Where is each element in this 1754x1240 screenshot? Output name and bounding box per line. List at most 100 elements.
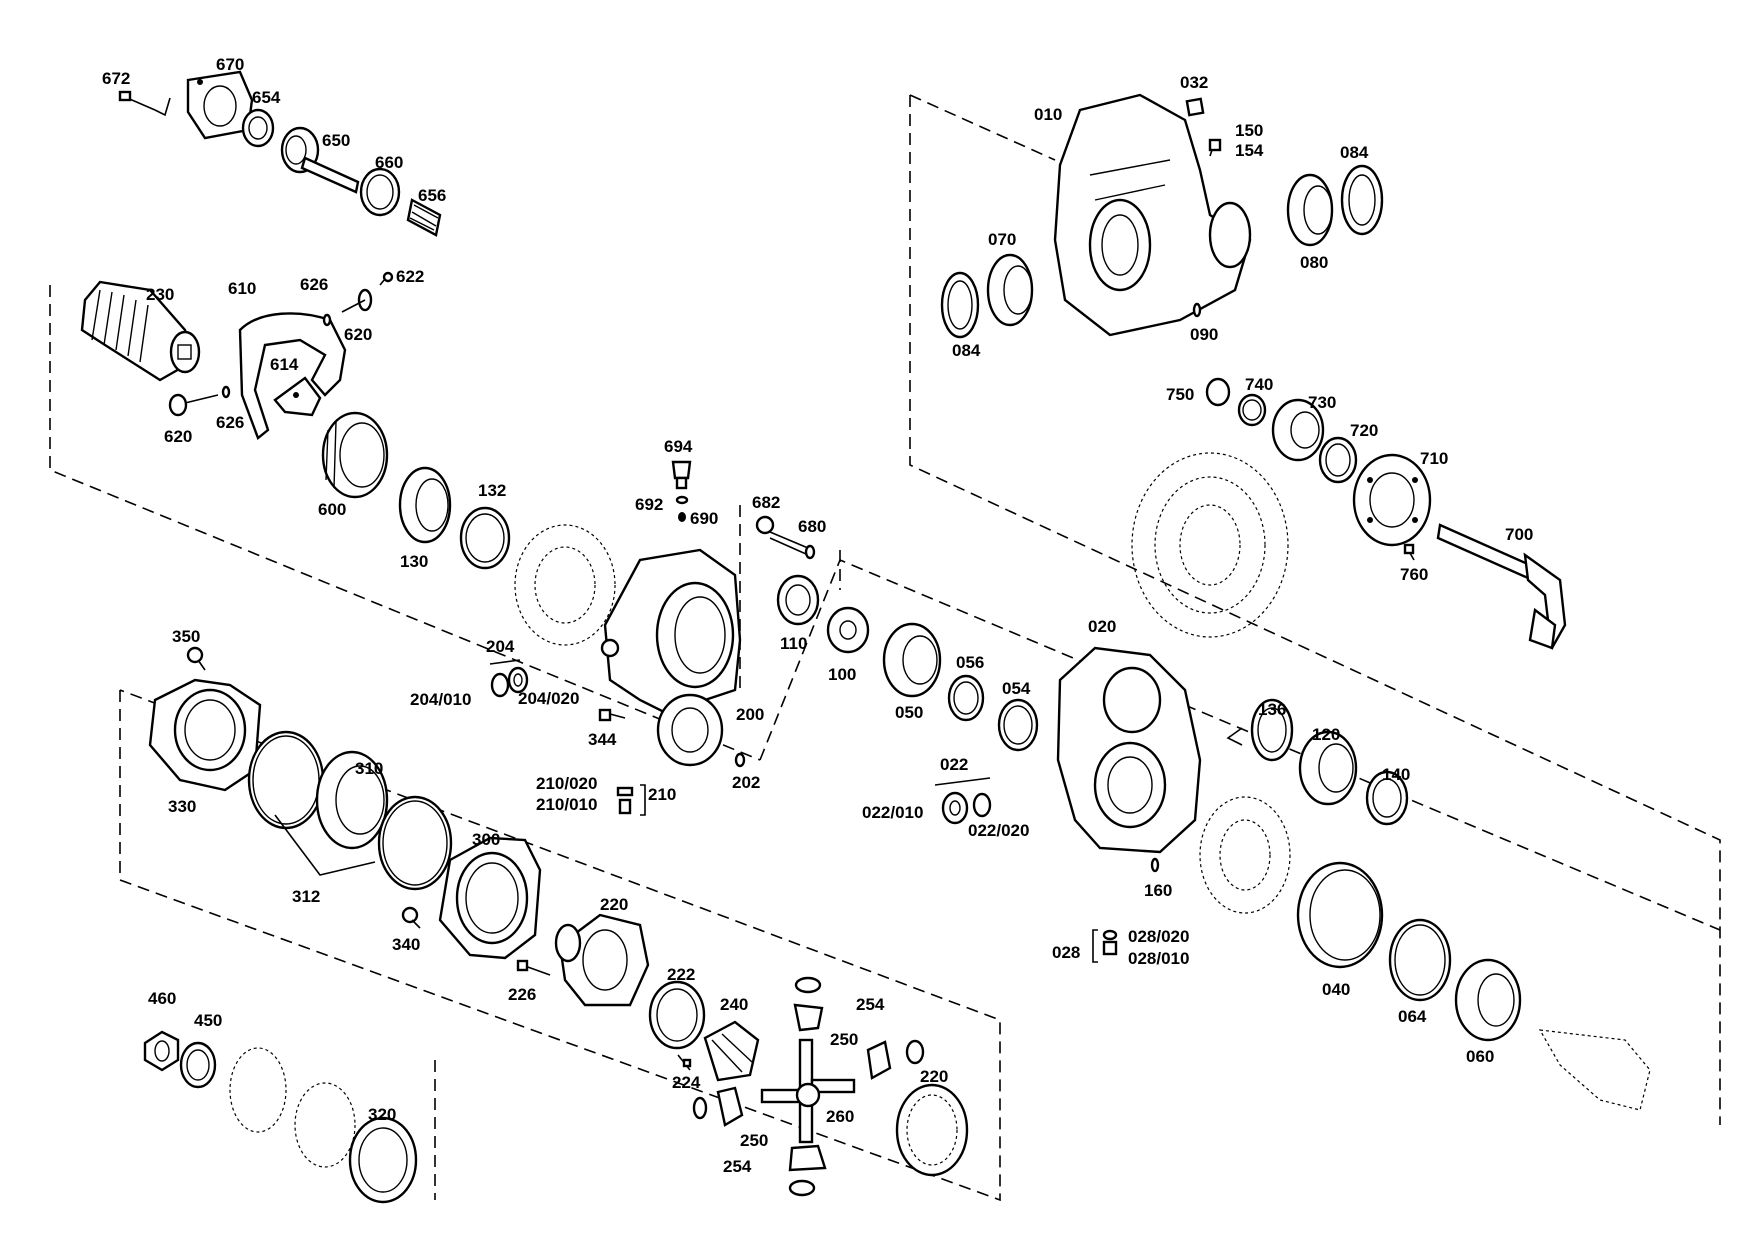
part-labels: 672 670 654 650 660 656 230 610 626 622 …: [102, 55, 1533, 1176]
label-022-020: 022/020: [968, 821, 1029, 840]
label-210-020: 210/020: [536, 774, 597, 793]
label-160: 160: [1144, 881, 1172, 900]
label-650: 650: [322, 131, 350, 150]
part-330-cover: [148, 678, 262, 792]
label-022: 022: [940, 755, 968, 774]
part-130-bearing: [398, 466, 452, 544]
part-760-bolt: [1403, 543, 1415, 561]
part-694-breather: [671, 460, 692, 490]
label-600: 600: [318, 500, 346, 519]
part-230-input-shaft: [80, 280, 201, 382]
part-680-bolt: [769, 531, 816, 560]
label-250-lower: 250: [740, 1131, 768, 1150]
label-682: 682: [752, 493, 780, 512]
label-656: 656: [418, 186, 446, 205]
part-pinion-dotted: [1199, 796, 1291, 914]
label-660: 660: [375, 153, 403, 172]
part-614-shift-block: [273, 376, 322, 417]
part-692-washer: [675, 495, 689, 505]
label-626-lower: 626: [216, 413, 244, 432]
label-620-lower: 620: [164, 427, 192, 446]
part-220-diff-case: [554, 913, 650, 1007]
part-202-pin: [734, 752, 746, 768]
label-090: 090: [1190, 325, 1218, 344]
part-056-ring: [947, 674, 985, 722]
label-254-lower: 254: [723, 1157, 752, 1176]
part-620-bolt-upper: [341, 288, 373, 313]
part-250-side-gears: [716, 1003, 892, 1172]
label-626-upper: 626: [300, 275, 328, 294]
label-084-left: 084: [952, 341, 981, 360]
label-226: 226: [508, 985, 536, 1004]
label-730: 730: [1308, 393, 1336, 412]
part-300-cover: [438, 836, 542, 960]
label-224: 224: [672, 1073, 701, 1092]
part-626-pin-upper: [322, 313, 332, 327]
label-222: 222: [667, 965, 695, 984]
label-220-upper: 220: [600, 895, 628, 914]
part-010-housing: [1053, 93, 1252, 337]
label-344: 344: [588, 730, 617, 749]
part-022-plug: [934, 777, 992, 825]
label-204: 204: [486, 637, 515, 656]
label-260: 260: [826, 1107, 854, 1126]
part-344-bolt: [598, 708, 626, 722]
label-010: 010: [1034, 105, 1062, 124]
label-070: 070: [988, 230, 1016, 249]
label-694: 694: [664, 437, 693, 456]
part-312-leader: [274, 814, 376, 876]
label-340: 340: [392, 935, 420, 954]
label-700: 700: [1505, 525, 1533, 544]
part-flange-dotted: [229, 1047, 356, 1168]
part-032-plate: [1185, 97, 1205, 117]
part-320-seal: [348, 1116, 418, 1204]
label-312: 312: [292, 887, 320, 906]
label-690: 690: [690, 509, 718, 528]
label-140: 140: [1382, 765, 1410, 784]
label-154: 154: [1235, 141, 1264, 160]
part-240-gear: [703, 1020, 760, 1082]
part-620-bolt-lower: [168, 393, 219, 417]
label-320: 320: [368, 1105, 396, 1124]
label-330: 330: [168, 797, 196, 816]
label-136: 136: [1258, 700, 1286, 719]
part-740-ring: [1237, 393, 1267, 427]
part-690-plug: [678, 512, 686, 522]
part-050-bearing: [882, 622, 942, 698]
part-350-bolt: [186, 646, 206, 671]
part-656-spring: [406, 198, 442, 237]
part-730-bearing: [1271, 398, 1325, 462]
part-110-nut: [776, 574, 820, 626]
part-312-ring-left: [247, 730, 325, 830]
part-450-washer: [179, 1041, 217, 1089]
part-132-ring: [459, 506, 511, 570]
label-204-020: 204/020: [518, 689, 579, 708]
label-300: 300: [472, 830, 500, 849]
part-720-ring: [1318, 436, 1358, 484]
label-032: 032: [1180, 73, 1208, 92]
part-700-output-shaft: [1436, 523, 1567, 650]
label-720: 720: [1350, 421, 1378, 440]
label-670: 670: [216, 55, 244, 74]
part-222-ring: [648, 980, 706, 1050]
part-654-seal: [241, 108, 275, 148]
part-610-shift-fork: [238, 312, 347, 440]
label-622: 622: [396, 267, 424, 286]
part-020-housing: [1056, 646, 1202, 854]
part-120-bearing: [1298, 730, 1358, 806]
label-310: 310: [355, 759, 383, 778]
label-020: 020: [1088, 617, 1116, 636]
part-100-washer: [826, 606, 870, 654]
label-110: 110: [780, 634, 807, 653]
part-460-nut: [143, 1030, 180, 1072]
label-028-020: 028/020: [1128, 927, 1189, 946]
label-460: 460: [148, 989, 176, 1008]
assembly-outlines: [49, 94, 1721, 1202]
part-210-plug: [616, 786, 634, 815]
part-084-seal-left: [940, 271, 980, 339]
label-240: 240: [720, 995, 748, 1014]
label-022-010: 022/010: [862, 803, 923, 822]
part-136-ring: [1226, 698, 1294, 762]
part-672-bolt: [118, 90, 171, 117]
